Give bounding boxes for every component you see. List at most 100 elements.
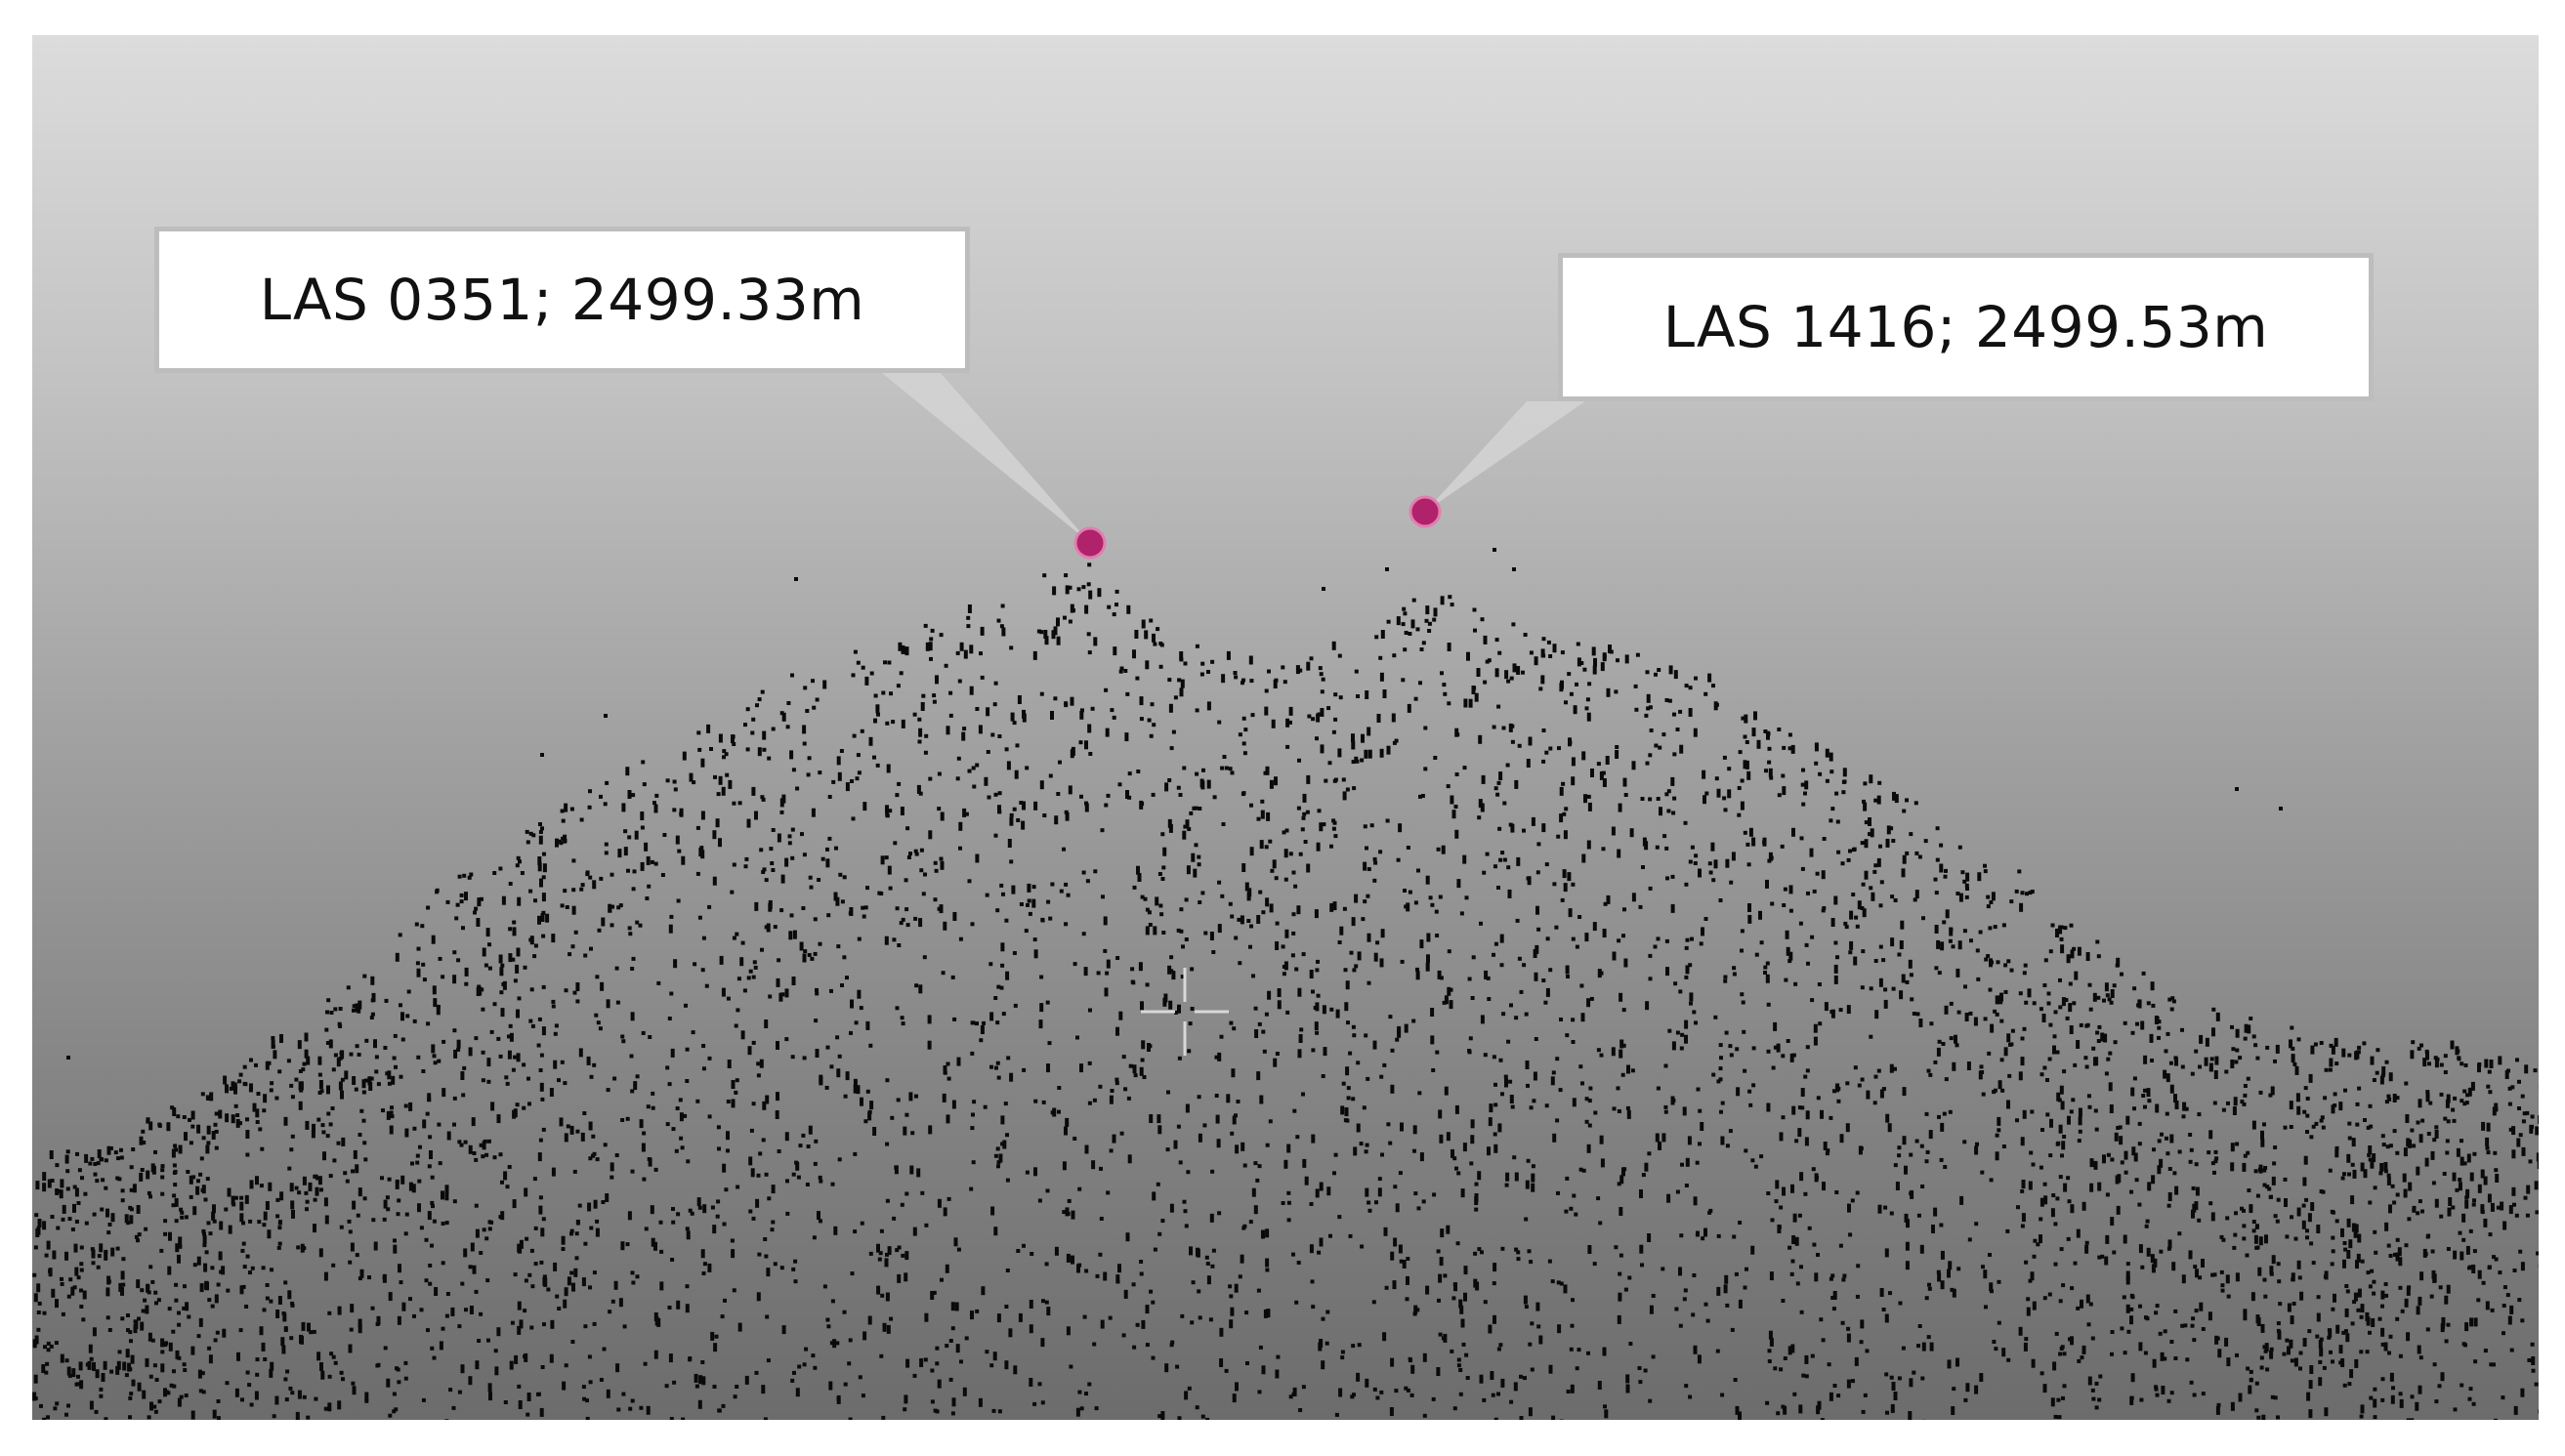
lidar-point	[1625, 1384, 1630, 1394]
lidar-point	[538, 1195, 543, 1200]
lidar-point	[1012, 951, 1017, 955]
lidar-point	[1329, 1007, 1334, 1012]
lidar-point	[1865, 1349, 1870, 1353]
lidar-point	[1404, 1023, 1409, 1033]
lidar-point	[2384, 1222, 2389, 1231]
lidar-point	[2076, 1228, 2081, 1238]
lidar-point	[452, 1122, 456, 1127]
lidar-point	[1396, 857, 1401, 862]
lidar-point	[1374, 635, 1379, 640]
lidar-point	[1708, 870, 1713, 875]
lidar-point	[1217, 1211, 1222, 1216]
lidar-point	[857, 936, 862, 941]
lidar-point	[1645, 761, 1650, 766]
lidar-point	[1139, 1066, 1144, 1076]
lidar-point	[1046, 1307, 1051, 1316]
lidar-point	[527, 1102, 531, 1106]
lidar-point	[1855, 1294, 1860, 1299]
lidar-point	[2259, 1355, 2264, 1360]
lidar-point	[630, 1012, 635, 1021]
lidar-point	[507, 1034, 511, 1039]
lidar-point	[1084, 1269, 1089, 1273]
lidar-point	[595, 975, 600, 979]
lidar-point	[928, 642, 933, 651]
lidar-point	[1829, 1115, 1833, 1120]
lidar-point	[214, 1294, 219, 1304]
lidar-point	[2315, 1334, 2320, 1339]
lidar-point	[989, 1064, 993, 1069]
lidar-point	[239, 1201, 244, 1211]
lidar-point	[1736, 1087, 1741, 1097]
lidar-point	[1032, 937, 1037, 942]
lidar-point	[2275, 1219, 2280, 1224]
lidar-point	[1009, 1072, 1014, 1082]
point-cloud-viewport[interactable]: LAS 0351; 2499.33m LAS 1416; 2499.53m	[32, 35, 2539, 1420]
lidar-point	[2464, 1195, 2469, 1200]
lidar-point	[109, 1369, 114, 1374]
lidar-point	[332, 1158, 337, 1163]
lidar-point	[1465, 1376, 1470, 1380]
lidar-point	[1687, 1136, 1692, 1145]
lidar-point	[1810, 935, 1815, 939]
lidar-point	[1458, 1392, 1463, 1396]
lidar-point	[1617, 1314, 1621, 1324]
lidar-point	[948, 690, 953, 695]
lidar-point	[1234, 1113, 1238, 1118]
lidar-point	[1937, 1114, 1941, 1119]
lidar-point	[760, 795, 765, 800]
lidar-point	[190, 1124, 195, 1129]
lidar-point	[1240, 681, 1244, 686]
lidar-point	[1493, 864, 1497, 869]
lidar-point	[2346, 1218, 2351, 1227]
lidar-point	[496, 1114, 501, 1124]
lidar-point	[64, 1358, 69, 1363]
lidar-point	[707, 1056, 712, 1061]
lidar-point	[1492, 1281, 1496, 1286]
lidar-point	[592, 880, 597, 890]
lidar-point	[1609, 649, 1614, 654]
lidar-point	[653, 1350, 658, 1359]
lidar-point	[722, 749, 727, 754]
lidar-point	[2405, 1114, 2410, 1123]
lidar-point	[2347, 1136, 2352, 1141]
lidar-point	[1648, 797, 1653, 802]
lidar-point	[635, 920, 640, 925]
lidar-point	[2398, 1353, 2403, 1358]
lidar-point	[542, 863, 547, 873]
lidar-point	[1929, 1021, 1934, 1026]
lidar-point	[2301, 1220, 2306, 1229]
lidar-point	[969, 686, 974, 695]
lidar-point	[1197, 1289, 1201, 1294]
lidar-point	[767, 756, 772, 761]
lidar-point	[713, 774, 717, 779]
lidar-point	[174, 1298, 179, 1303]
lidar-point	[1478, 799, 1483, 809]
lidar-point	[885, 721, 890, 726]
lidar-point	[489, 1029, 494, 1034]
lidar-point	[573, 1268, 578, 1277]
lidar-point	[382, 1217, 387, 1222]
lidar-point	[1483, 1300, 1488, 1305]
lidar-point	[2293, 1236, 2298, 1241]
lidar-point	[946, 1114, 950, 1124]
lidar-point	[1769, 1271, 1774, 1281]
lidar-point	[1725, 858, 1730, 868]
lidar-point	[124, 1373, 129, 1378]
lidar-point	[2322, 1365, 2327, 1370]
lidar-point	[1013, 1365, 1018, 1375]
lidar-point	[55, 1163, 60, 1168]
lidar-point	[1048, 773, 1053, 778]
lidar-point	[845, 782, 850, 792]
lidar-point	[2150, 981, 2155, 991]
lidar-point	[1071, 1255, 1074, 1265]
lidar-point	[60, 1276, 63, 1281]
lidar-point	[1501, 726, 1506, 730]
lidar-point	[1186, 865, 1191, 875]
lidar-point	[1481, 774, 1486, 784]
point-cloud-canvas[interactable]	[32, 35, 2539, 1420]
lidar-point	[1664, 938, 1669, 943]
lidar-point	[2262, 1277, 2267, 1282]
lidar-point	[1395, 1037, 1400, 1042]
lidar-point	[1182, 766, 1187, 770]
lidar-point	[2480, 1204, 2485, 1214]
